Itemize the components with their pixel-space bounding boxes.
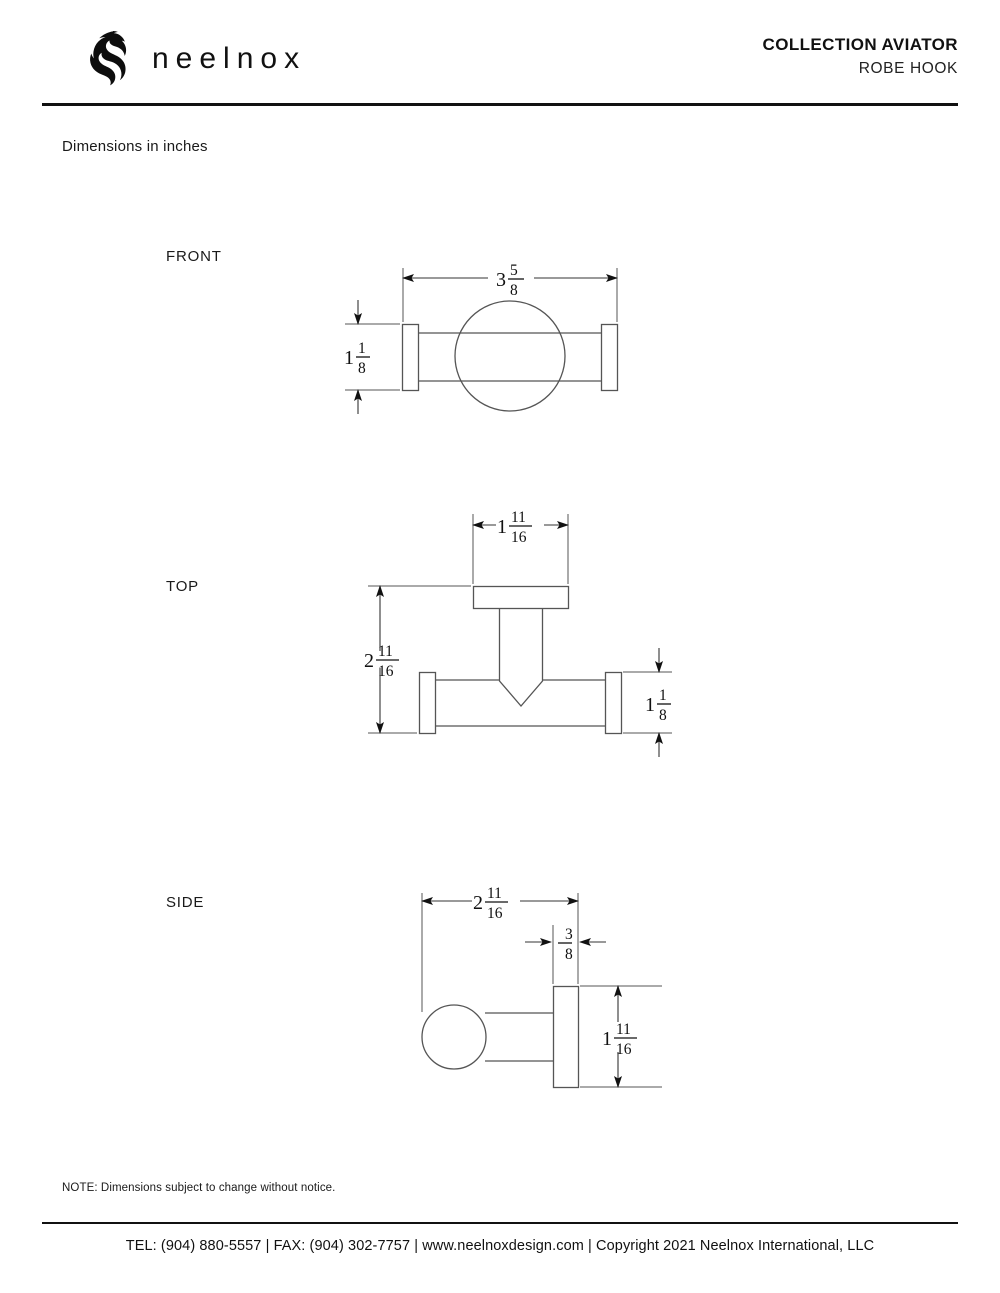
header-divider — [42, 103, 958, 106]
header-titles: COLLECTION AVIATOR ROBE HOOK — [763, 34, 958, 80]
view-label-front: FRONT — [166, 248, 222, 265]
top-left-cap — [418, 671, 437, 735]
top-wall-plate — [472, 585, 570, 610]
side-plate-height-denominator: 16 — [616, 1041, 632, 1058]
side-projection-dimension: 2 11 16 — [421, 885, 579, 1012]
top-plate-width-denominator: 16 — [511, 529, 527, 546]
front-width-dimension: 3 5 8 — [402, 262, 618, 322]
view-label-top: TOP — [166, 578, 199, 595]
top-bar-height-whole: 1 — [645, 694, 655, 716]
side-plate-height-dimension: 1 11 16 — [580, 985, 662, 1088]
front-left-cap — [401, 323, 420, 392]
top-plate-width-numerator: 11 — [511, 509, 526, 526]
top-depth-dimension: 2 11 16 — [364, 585, 471, 734]
view-label-side: SIDE — [166, 894, 205, 911]
top-view-geometry — [418, 585, 623, 735]
side-view-geometry — [421, 985, 580, 1089]
brand-wordmark: neelnox — [152, 42, 307, 75]
disclaimer-note: NOTE: Dimensions subject to change witho… — [62, 1182, 336, 1194]
top-plate-width-whole: 1 — [497, 516, 507, 538]
top-stem-with-point — [498, 608, 544, 707]
side-projection-whole: 2 — [473, 892, 483, 914]
front-right-cap — [600, 323, 619, 392]
side-plate-height-whole: 1 — [602, 1028, 612, 1050]
side-projection-denominator: 16 — [487, 905, 503, 922]
front-view-geometry — [401, 300, 619, 412]
front-view-drawing: 3 5 8 1 1 8 — [344, 262, 619, 414]
front-height-numerator: 1 — [358, 340, 366, 357]
side-projection-numerator: 11 — [487, 885, 502, 902]
top-right-cap — [604, 671, 623, 735]
horse-head-logo-icon — [90, 30, 127, 86]
side-plate-thickness-numerator: 3 — [565, 926, 573, 943]
top-view-drawing: 1 11 16 2 11 16 1 — [364, 509, 672, 757]
top-depth-numerator: 11 — [378, 643, 393, 660]
side-knob-circle — [421, 1004, 487, 1070]
side-plate-height-numerator: 11 — [616, 1021, 631, 1038]
front-width-denominator: 8 — [510, 282, 518, 299]
top-bar-height-denominator: 8 — [659, 707, 667, 724]
front-height-whole: 1 — [344, 347, 354, 369]
front-width-numerator: 5 — [510, 262, 518, 279]
side-plate-thickness-denominator: 8 — [565, 946, 573, 963]
footer-contact: TEL: (904) 880-5557 | FAX: (904) 302-775… — [125, 1238, 875, 1254]
collection-title: COLLECTION AVIATOR — [762, 35, 958, 54]
page-header: neelnox COLLECTION AVIATOR ROBE HOOK — [0, 0, 1000, 110]
front-width-whole: 3 — [496, 269, 506, 291]
side-wall-plate — [552, 985, 580, 1089]
top-bar-height-dimension: 1 1 8 — [623, 648, 672, 757]
product-title: ROBE HOOK — [858, 59, 958, 77]
front-escutcheon-circle — [454, 300, 566, 412]
brand-logo: neelnox — [78, 30, 306, 88]
top-bar-height-numerator: 1 — [659, 687, 667, 704]
top-plate-width-dimension: 1 11 16 — [472, 509, 569, 584]
units-note: Dimensions in inches — [62, 138, 208, 155]
side-view-drawing: 2 11 16 3 8 1 11 — [421, 885, 662, 1089]
front-height-dimension: 1 1 8 — [344, 300, 400, 414]
front-height-denominator: 8 — [358, 360, 366, 377]
top-depth-denominator: 16 — [378, 663, 394, 680]
footer-divider — [42, 1222, 958, 1224]
top-depth-whole: 2 — [364, 650, 374, 672]
side-plate-thickness-dimension: 3 8 — [525, 925, 606, 984]
